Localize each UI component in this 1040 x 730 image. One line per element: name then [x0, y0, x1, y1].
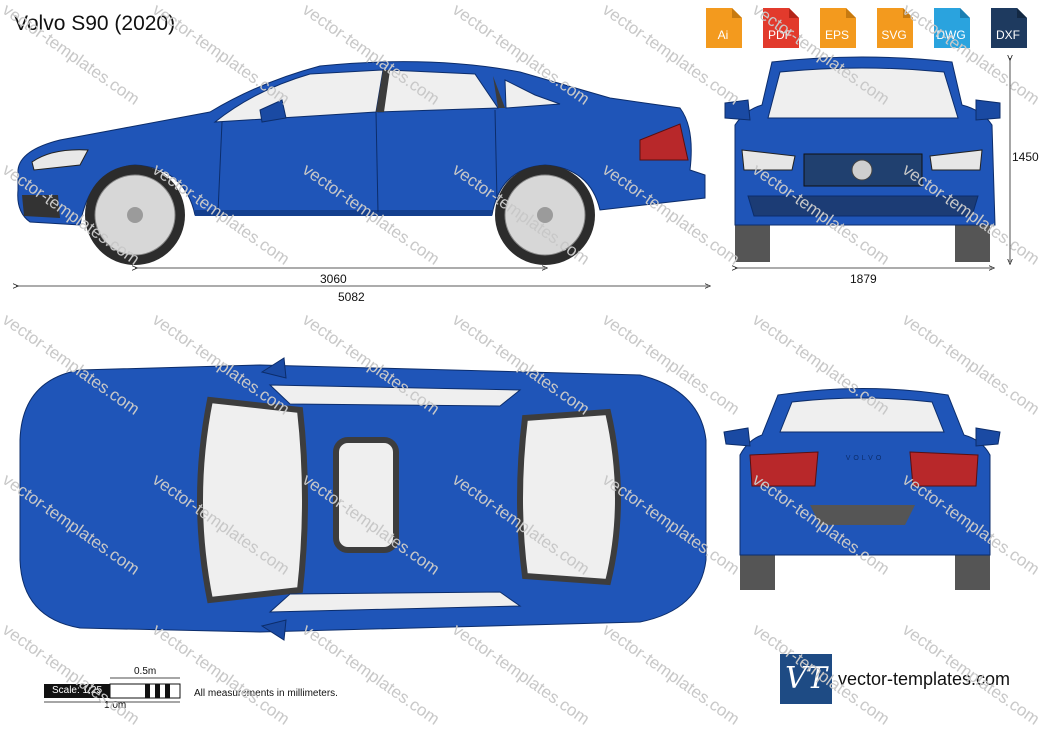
side-door-lines [217, 109, 498, 213]
rear-wheel-hub [537, 207, 553, 223]
format-icon-pdf[interactable]: PDF [759, 6, 801, 50]
rear-badge: VOLVO [846, 455, 885, 462]
page-title: Volvo S90 (2020) [14, 12, 176, 35]
blueprint-views: VOLVO [0, 0, 1040, 703]
format-label: EPS [824, 28, 849, 42]
front-view [724, 56, 1001, 262]
side-front-intake [22, 195, 60, 218]
side-view [17, 61, 706, 265]
format-icon-svg[interactable]: SVG [873, 6, 915, 50]
side-pillars [376, 70, 505, 112]
format-label: DXF [996, 28, 1020, 42]
front-wheel-hub [127, 207, 143, 223]
rear-mirrors [723, 427, 1001, 447]
scale-half-label: 0.5m [134, 666, 157, 677]
brand-site: vector-templates.com [838, 669, 1011, 689]
scale-one-label: 1.0m [104, 700, 127, 711]
brand-logo: VT [780, 654, 832, 704]
front-headlights [741, 149, 983, 171]
side-mirror [259, 99, 287, 123]
top-windshield [197, 396, 308, 604]
side-headlight [31, 149, 89, 171]
format-label: DWG [936, 28, 966, 42]
format-label: Ai [717, 28, 729, 42]
wheelbase-label: 3060 [320, 272, 347, 286]
format-icon-dxf[interactable]: DXF [987, 6, 1029, 50]
measurement-note: All measurements in millimeters. [194, 688, 338, 699]
rear-window [779, 397, 945, 433]
dimension-lines [16, 58, 1010, 286]
scale-label: Scale: 1:25 [44, 684, 110, 698]
top-view [19, 357, 707, 641]
rear-diffuser [810, 505, 915, 525]
top-sunroof [333, 437, 399, 553]
height-label: 1450 [1012, 150, 1039, 164]
format-label: PDF [768, 28, 792, 42]
format-icon-dwg[interactable]: DWG [930, 6, 972, 50]
side-sill [195, 210, 492, 216]
width-label: 1879 [850, 272, 877, 286]
format-icon-eps[interactable]: EPS [816, 6, 858, 50]
front-emblem [851, 159, 873, 181]
side-taillight [639, 123, 689, 161]
scale-bar [44, 677, 181, 703]
top-side-glass [268, 384, 522, 613]
front-lower-intake [747, 195, 979, 217]
length-label: 5082 [338, 290, 365, 304]
rear-view: VOLVO [723, 388, 1001, 590]
top-rear-window [517, 408, 621, 586]
rear-taillights [749, 451, 979, 487]
format-label: SVG [881, 28, 907, 42]
front-windshield [767, 67, 959, 119]
front-mirrors [724, 99, 1001, 121]
format-icon-ai[interactable]: Ai [702, 6, 744, 50]
top-mirrors [260, 357, 287, 641]
